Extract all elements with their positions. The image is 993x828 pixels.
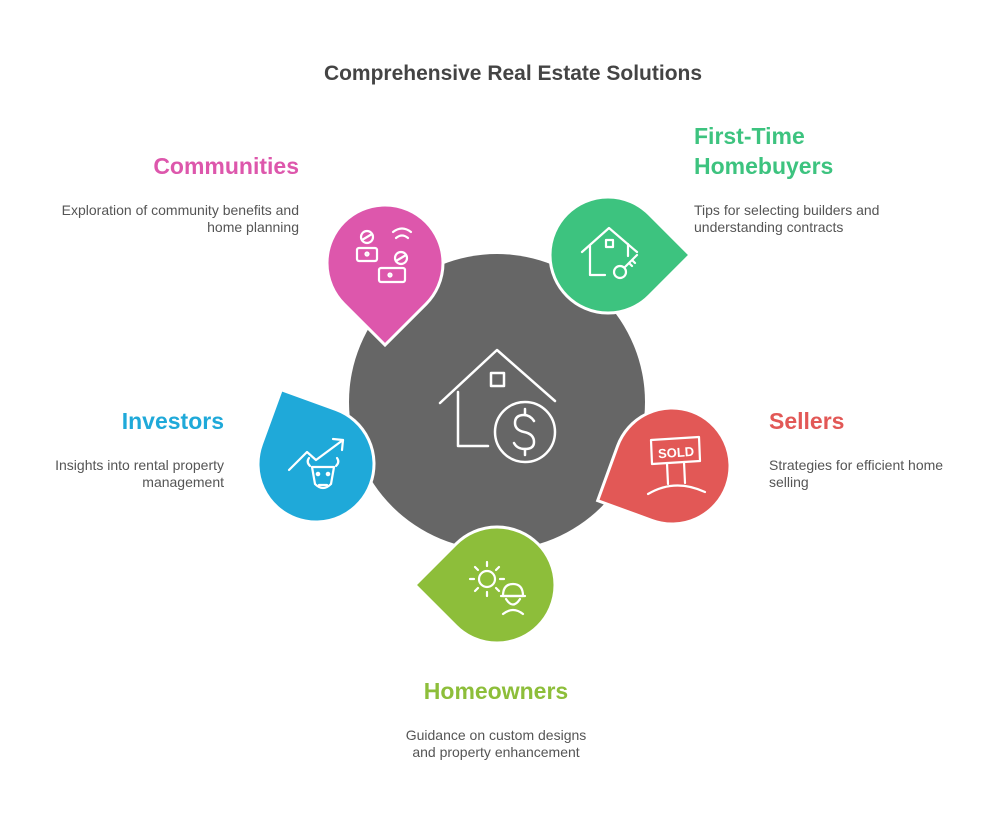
investors-heading: Investors [121,408,224,434]
homeowners-description: Guidance on custom designs and property … [405,727,587,760]
first-time-heading: First-Time Homebuyers [694,123,834,179]
homeowners-label: Homeowners Guidance on custom designs an… [350,676,642,761]
first-time-droplet [548,195,693,315]
center-circle [349,254,645,550]
sold-sign-icon [646,435,707,496]
communities-description: Exploration of community benefits and ho… [61,202,299,235]
house-key-icon [580,226,639,280]
investors-droplet-shape [256,387,376,524]
communities-label: Communities Exploration of community ben… [60,151,299,236]
bull-growth-icon [287,437,345,490]
homeowners-heading: Homeowners [423,678,569,704]
communities-droplet [325,203,445,348]
house-dollar-icon [438,348,557,464]
gear-worker-icon [468,560,527,616]
people-network-icon [355,227,413,284]
communities-heading: Communities [153,153,299,179]
first-time-description: Tips for selecting builders and understa… [694,202,880,235]
sellers-heading: Sellers [769,408,845,434]
homeowners-droplet-shape [412,525,557,645]
investors-label: Investors Insights into rental property … [30,406,224,491]
sellers-description: Strategies for efficient home selling [769,457,944,490]
homeowners-droplet [412,525,557,645]
communities-droplet-shape [325,203,445,348]
first-time-droplet-shape [548,195,693,315]
sold-sign-text: SOLD [657,444,694,461]
investors-description: Insights into rental property management [55,457,224,490]
first-time-label: First-Time Homebuyers Tips for selecting… [694,121,954,236]
sellers-label: Sellers Strategies for efficient home se… [769,406,969,491]
investors-droplet [256,387,376,524]
page-title: Comprehensive Real Estate Solutions [323,62,703,85]
